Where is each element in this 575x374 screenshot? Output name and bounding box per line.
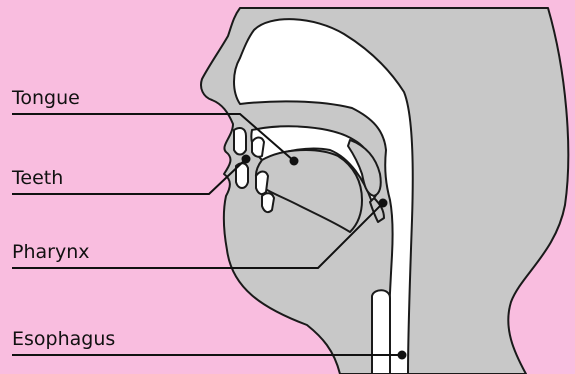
upper-molar	[252, 138, 264, 157]
lower-molar	[256, 172, 268, 195]
tongue-label: Tongue	[12, 89, 80, 108]
esophagus-label: Esophagus	[12, 330, 115, 349]
esophagus-pointer-dot	[398, 351, 407, 360]
pharynx-label: Pharynx	[12, 243, 89, 262]
pharynx-pointer-dot	[379, 199, 388, 208]
lower-jaw-tooth	[262, 193, 274, 212]
teeth-pointer-dot	[242, 155, 251, 164]
teeth-label: Teeth	[12, 169, 63, 188]
larynx	[372, 290, 390, 374]
upper-tooth	[234, 128, 246, 155]
tongue-pointer-dot	[290, 157, 299, 166]
